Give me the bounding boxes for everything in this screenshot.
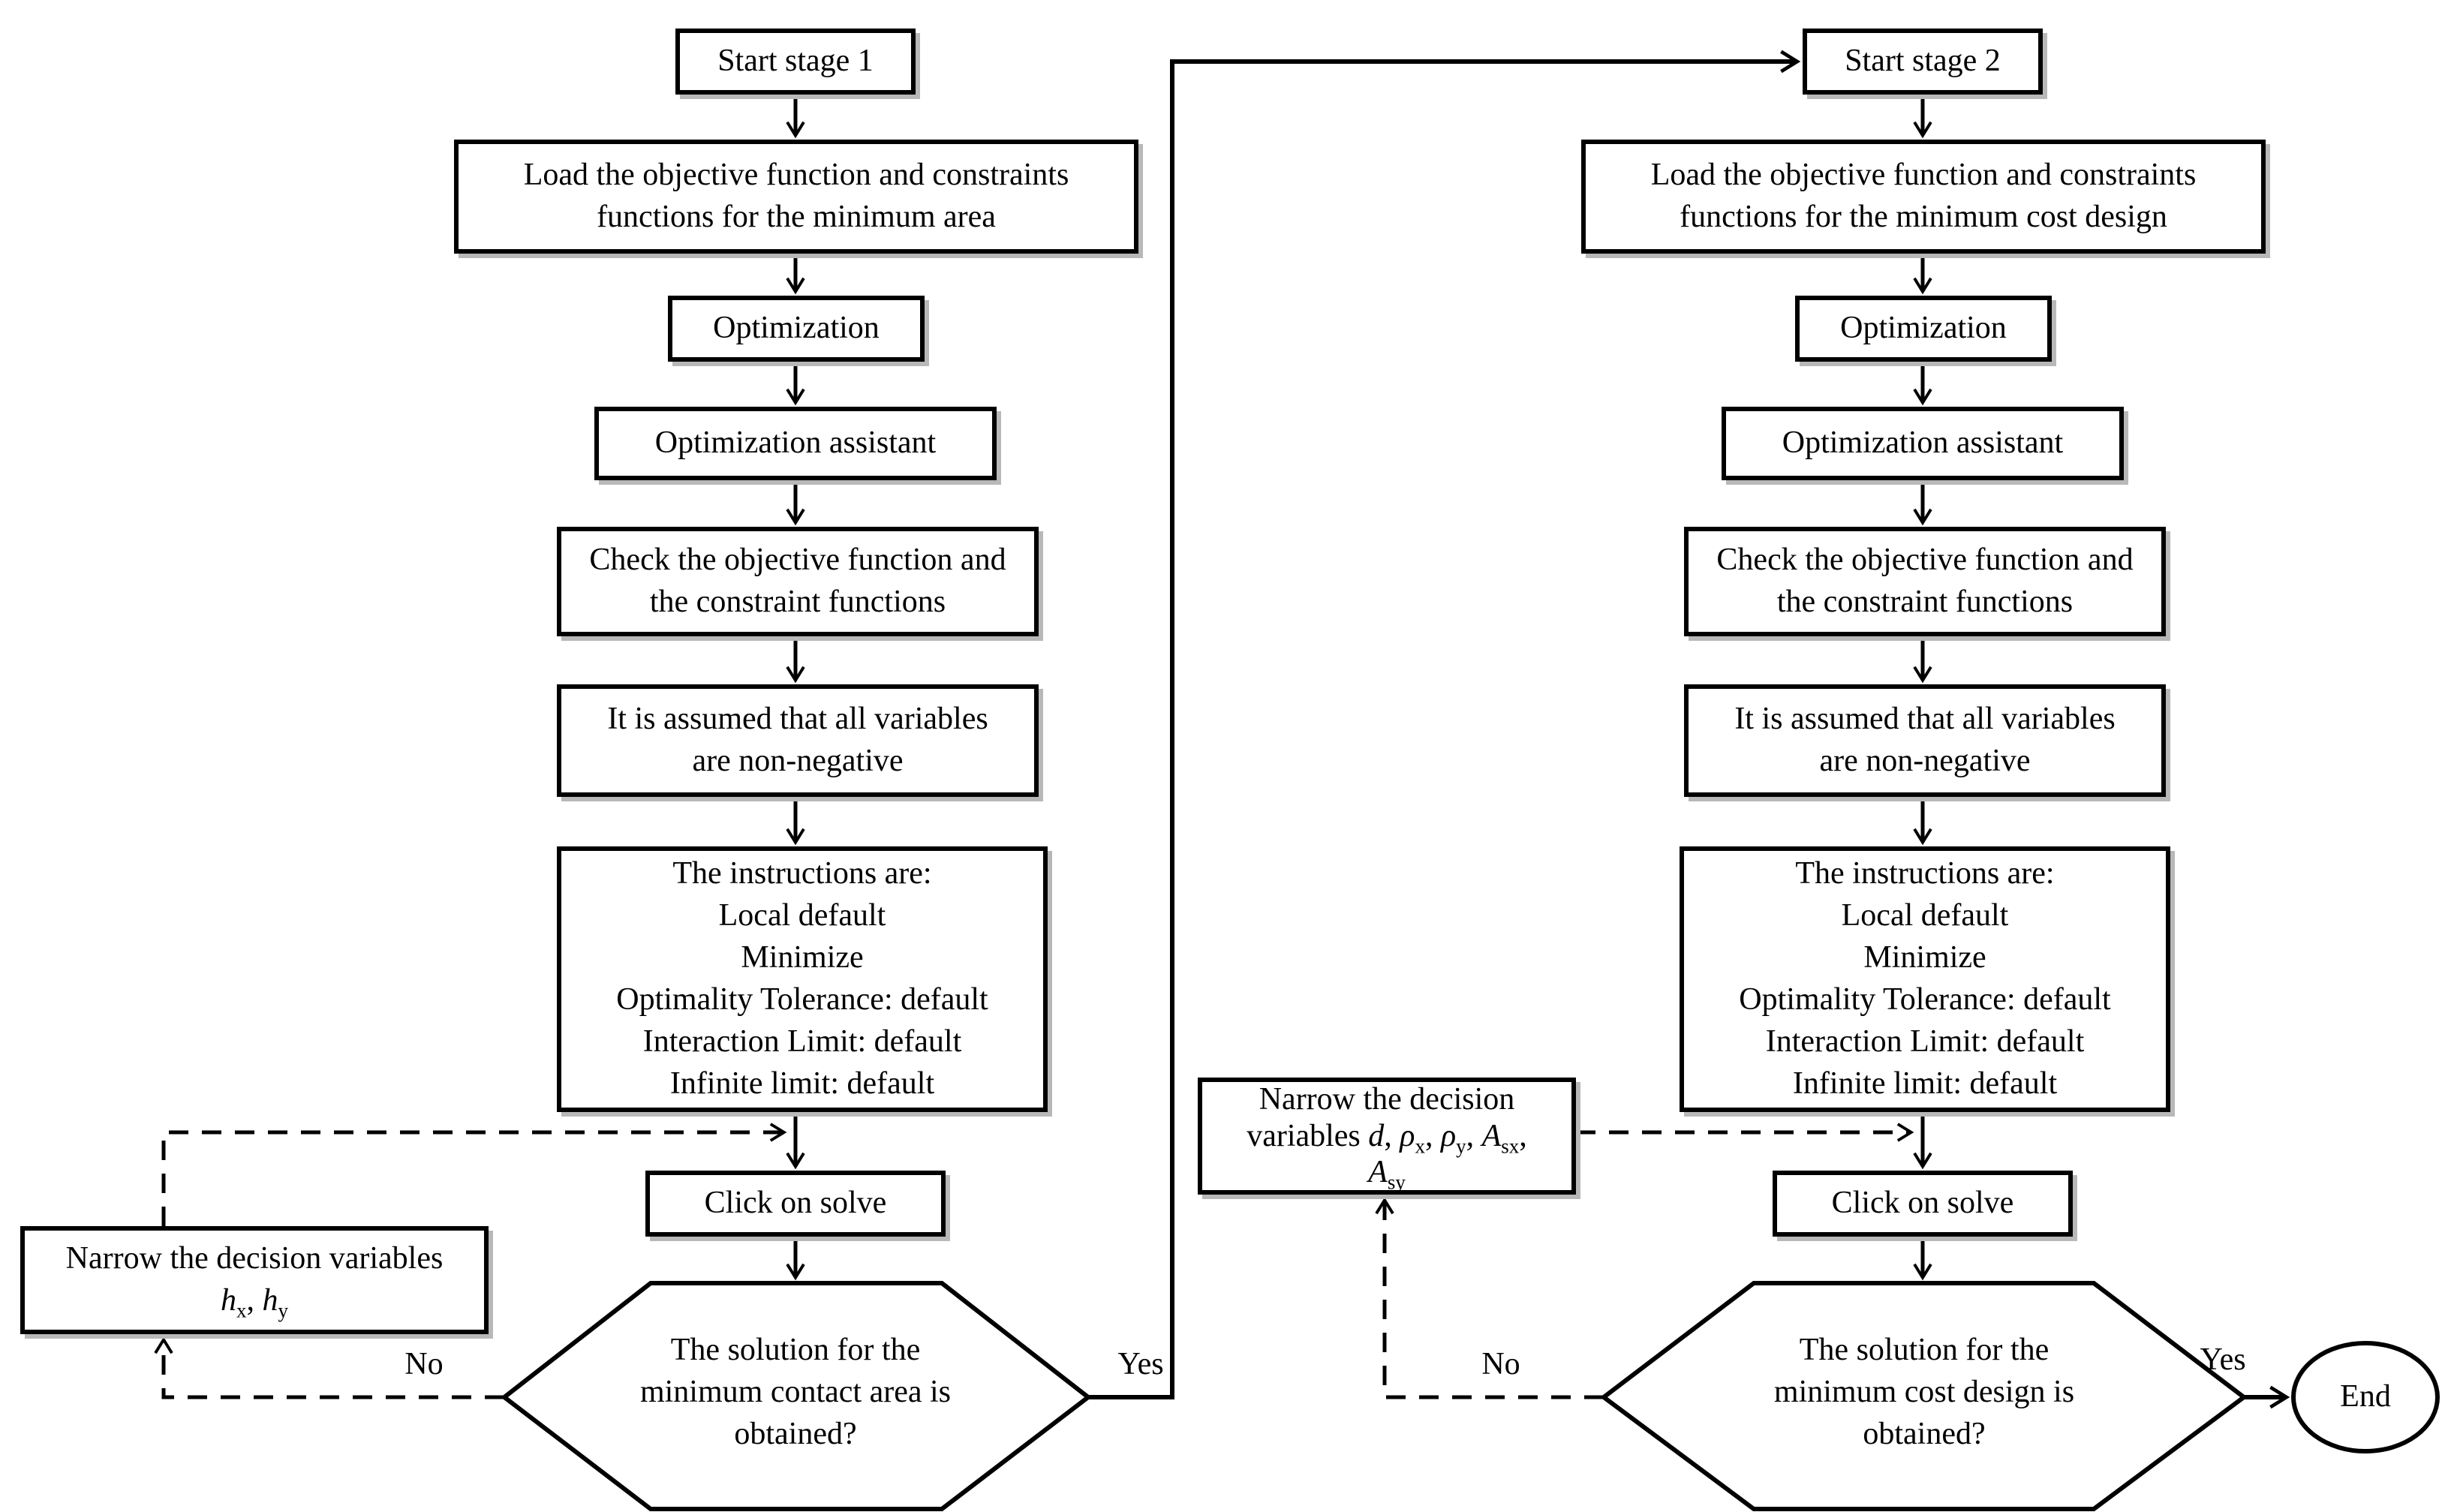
stage2-assistant-node: Optimization assistant <box>1722 407 2124 480</box>
stage2-assistant-label: Optimization assistant <box>1782 425 2064 461</box>
stage1-check-line2: the constraint functions <box>649 585 946 619</box>
stage2-instructions-line3: Minimize <box>1863 940 1986 975</box>
stage1-decision-hexagon <box>501 1281 1092 1511</box>
separator: , <box>1424 1118 1441 1153</box>
var-rho: ρ <box>1400 1118 1415 1153</box>
var-rho: ρ <box>1440 1118 1457 1153</box>
stage1-load-line2: functions for the minimum area <box>597 200 996 234</box>
stage2-instructions-line6: Infinite limit: default <box>1792 1066 2058 1101</box>
stage1-assistant-label: Optimization assistant <box>654 425 937 461</box>
stage1-instructions-line4: Optimality Tolerance: default <box>616 982 988 1017</box>
dashed-arrow-narrow1-to-flow <box>161 1123 787 1226</box>
stage2-instructions-line1: The instructions are: <box>1795 856 2055 891</box>
stage2-assume-line2: are non-negative <box>1819 744 2031 778</box>
dashed-arrow-no-stage1 <box>154 1336 504 1399</box>
var-h: h <box>221 1283 236 1318</box>
stage2-instructions-node: The instructions are: Local default Mini… <box>1680 846 2170 1112</box>
stage1-optimization-label: Optimization <box>713 311 880 346</box>
stage1-optimization-node: Optimization <box>668 296 925 362</box>
stage1-assume-line2: are non-negative <box>692 744 904 778</box>
stage1-instructions-node: The instructions are: Local default Mini… <box>557 846 1048 1112</box>
stage2-decision-hexagon <box>1600 1281 2248 1511</box>
stage1-yes-label: Yes <box>1117 1347 1164 1381</box>
stage1-decision-line3: obtained? <box>734 1416 857 1451</box>
stage2-no-label: No <box>1481 1347 1520 1381</box>
end-terminator-ellipse <box>2291 1341 2440 1453</box>
end-terminator-text: End <box>2308 1351 2422 1444</box>
stage2-check-line2: the constraint functions <box>1776 585 2074 619</box>
separator: , <box>1466 1118 1482 1153</box>
stage2-decision-line1: The solution for the <box>1799 1333 2050 1367</box>
stage1-decision-line1: The solution for the <box>670 1333 921 1367</box>
stage2-decision-line3: obtained? <box>1863 1416 1986 1451</box>
stage2-narrow-variables-line3: Asy <box>1368 1154 1406 1194</box>
stage2-decision-text: The solution for the minimum cost design… <box>1719 1330 2130 1456</box>
end-label: End <box>2340 1379 2391 1414</box>
separator: , <box>246 1283 263 1318</box>
stage1-narrow-node: Narrow the decision variables hx, hy <box>20 1226 489 1334</box>
stage1-start-node: Start stage 1 <box>675 29 916 95</box>
stage2-load-line2: functions for the minimum cost design <box>1680 200 2167 234</box>
stage2-load-node: Load the objective function and constrai… <box>1581 140 2266 254</box>
stage2-start-label: Start stage 2 <box>1845 44 2001 79</box>
var-rho-sub-x: x <box>1415 1135 1425 1158</box>
stage2-narrow-node: Narrow the decision variables d, ρx, ρy,… <box>1198 1078 1576 1195</box>
var-d: d <box>1368 1118 1385 1153</box>
feedback-dashed-arrows <box>154 1123 1914 1399</box>
stage2-assume-line1: It is assumed that all variables <box>1734 702 2116 737</box>
var-A-sub-sy: sy <box>1387 1171 1406 1194</box>
var-h-sub-x: x <box>236 1299 247 1322</box>
stage2-optimization-label: Optimization <box>1840 311 2007 346</box>
var-h: h <box>262 1283 278 1318</box>
stage1-load-node: Load the objective function and constrai… <box>454 140 1138 254</box>
stage1-assistant-node: Optimization assistant <box>594 407 997 480</box>
stage1-no-label: No <box>404 1347 444 1381</box>
stage1-assume-line1: It is assumed that all variables <box>607 702 988 737</box>
separator: , <box>1384 1118 1400 1153</box>
stage2-instructions-line4: Optimality Tolerance: default <box>1739 982 2111 1017</box>
stage2-narrow-variables: variables d, ρx, ρy, Asx, <box>1247 1118 1527 1158</box>
comma: , <box>1519 1118 1527 1153</box>
stage1-check-node: Check the objective function and the con… <box>557 527 1039 636</box>
stage1-instructions-line1: The instructions are: <box>672 856 932 891</box>
stage2-solve-node: Click on solve <box>1773 1171 2073 1237</box>
stage1-instructions-line2: Local default <box>718 898 886 933</box>
stage2-decision-line2: minimum cost design is <box>1773 1374 2075 1409</box>
var-rho-sub-y: y <box>1456 1135 1466 1158</box>
stage1-narrow-line1: Narrow the decision variables <box>65 1241 444 1276</box>
stage1-instructions-line6: Infinite limit: default <box>669 1066 935 1101</box>
stage2-check-node: Check the objective function and the con… <box>1684 527 2166 636</box>
stage2-assume-node: It is assumed that all variables are non… <box>1684 684 2166 797</box>
stage2-start-node: Start stage 2 <box>1803 29 2043 95</box>
var-A: A <box>1368 1155 1388 1190</box>
stage2-optimization-node: Optimization <box>1795 296 2052 362</box>
stage1-start-label: Start stage 1 <box>717 44 874 79</box>
stage2-solve-label: Click on solve <box>1831 1186 2014 1221</box>
var-A: A <box>1481 1118 1502 1153</box>
stage1-decision-line2: minimum contact area is <box>639 1374 952 1409</box>
stage2-yes-label: Yes <box>2200 1342 2246 1377</box>
stage2-instructions-line2: Local default <box>1841 898 2009 933</box>
stage1-load-line1: Load the objective function and constrai… <box>523 158 1069 193</box>
var-A-sub-sx: sx <box>1501 1135 1520 1158</box>
stage2-check-line1: Check the objective function and <box>1716 543 2134 578</box>
stage2-load-line1: Load the objective function and constrai… <box>1650 158 2197 193</box>
stage1-narrow-variables: hx, hy <box>221 1280 288 1322</box>
dashed-arrow-no-stage2 <box>1375 1197 1604 1399</box>
var-h-sub-y: y <box>278 1299 289 1322</box>
stage1-instructions-line3: Minimize <box>741 940 864 975</box>
stage1-instructions-line5: Interaction Limit: default <box>642 1024 962 1059</box>
stage1-assume-node: It is assumed that all variables are non… <box>557 684 1039 797</box>
stage1-solve-label: Click on solve <box>704 1186 887 1221</box>
variables-word: variables <box>1247 1118 1369 1153</box>
stage1-solve-node: Click on solve <box>645 1171 946 1237</box>
stage2-instructions-line5: Interaction Limit: default <box>1765 1024 2085 1059</box>
arrow-yes-stage1-to-start2 <box>1088 50 1801 1399</box>
stage1-decision-text: The solution for the minimum contact are… <box>593 1330 998 1456</box>
stage1-check-line1: Check the objective function and <box>589 543 1006 578</box>
stage2-narrow-line1: Narrow the decision <box>1259 1081 1515 1117</box>
